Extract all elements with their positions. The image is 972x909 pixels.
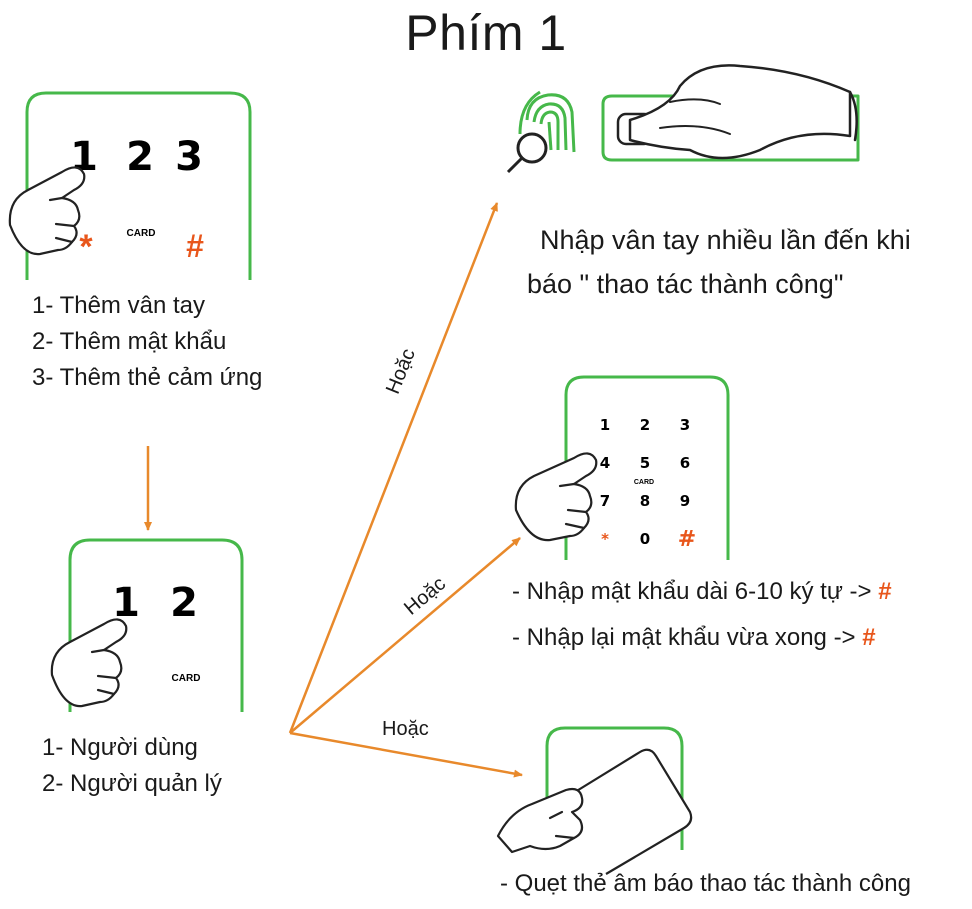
arrow-to-card [289, 731, 523, 778]
panel-2-card-label: CARD [172, 673, 201, 684]
keypad-key-3: 3 [680, 416, 690, 434]
hash-symbol: # [862, 624, 876, 651]
keypad-key-star: * [601, 530, 609, 548]
card-panel [496, 726, 693, 875]
panel-1-star: * [79, 228, 93, 266]
keypad-key-0: 0 [640, 530, 650, 548]
fingerprint-instruction-line-1: Nhập vân tay nhiều lần đến khi [540, 225, 911, 255]
fingerprint-group [506, 64, 860, 174]
pointing-hand-icon [514, 452, 598, 542]
keypad-key-4: 4 [600, 454, 610, 472]
keypad-instruction-2-text: - Nhập lại mật khẩu vừa xong -> [512, 624, 863, 651]
keypad-key-9: 9 [680, 492, 690, 510]
pointing-hand-icon [8, 166, 86, 256]
panel-1-menu-item: 3- Thêm thẻ cảm ứng [32, 364, 263, 391]
keypad-key-2: 2 [640, 416, 650, 434]
fingerprint-instruction-line-2: báo " thao tác thành công" [527, 269, 844, 299]
panel-1-key-3: 3 [175, 134, 203, 180]
keypad-frame [564, 375, 730, 560]
keypad-key-hash: # [678, 527, 696, 552]
keypad-key-6: 6 [680, 454, 690, 472]
keypad-card-label: CARD [634, 479, 654, 486]
panel-1-frame [25, 91, 252, 280]
hand-holding-card-icon [496, 787, 584, 854]
pointing-hand-icon [50, 618, 128, 708]
magnifier-icon [506, 132, 548, 174]
panel-2-frame [68, 538, 244, 712]
panel-2-key-2: 2 [170, 580, 198, 626]
panel-1: 1 2 3 * CARD # [8, 91, 252, 280]
panel-2-menu-item: 2- Người quản lý [42, 770, 222, 797]
keypad-instruction-1-text: - Nhập mật khẩu dài 6-10 ký tự -> [512, 578, 879, 605]
panel-1-menu: 1- Thêm vân tay 2- Thêm mật khẩu 3- Thêm… [32, 288, 262, 396]
panel-2-menu: 1- Người dùng 2- Người quản lý [42, 730, 222, 802]
panel-2-menu-item: 1- Người dùng [42, 734, 198, 761]
keypad-key-7: 7 [600, 492, 610, 510]
panel-2: 1 2 CARD [50, 538, 244, 712]
page-title: Phím 1 [405, 5, 567, 61]
card-frame [545, 726, 684, 850]
keypad-instruction-1: - Nhập mật khẩu dài 6-10 ký tự -> # [512, 574, 892, 610]
card-instruction: - Quẹt thẻ âm báo thao tác thành công [500, 870, 911, 897]
fingerprint-icon [518, 90, 576, 153]
panel-1-key-2: 2 [126, 134, 154, 180]
hash-symbol: # [878, 578, 892, 605]
panel-1-menu-item: 2- Thêm mật khẩu [32, 328, 227, 355]
keypad-instruction-2: - Nhập lại mật khẩu vừa xong -> # [512, 620, 876, 656]
panel-2-key-1: 1 [112, 580, 140, 626]
arrow-to-fingerprint [288, 202, 499, 734]
finger-scanner-icon [601, 64, 860, 162]
keypad-key-5: 5 [640, 454, 650, 472]
keypad-key-8: 8 [640, 492, 650, 510]
panel-1-hash: # [186, 228, 204, 264]
keypad-panel: 1 2 3 4 5 6 7 8 9 * 0 # CARD [514, 375, 730, 560]
keypad-key-1: 1 [600, 416, 610, 434]
card-icon [561, 748, 693, 875]
or-label-card: Hoặc [382, 718, 429, 740]
arrow-to-keypad [289, 537, 521, 734]
panel-1-menu-item: 1- Thêm vân tay [32, 292, 205, 319]
panel-1-card-label: CARD [127, 228, 156, 239]
